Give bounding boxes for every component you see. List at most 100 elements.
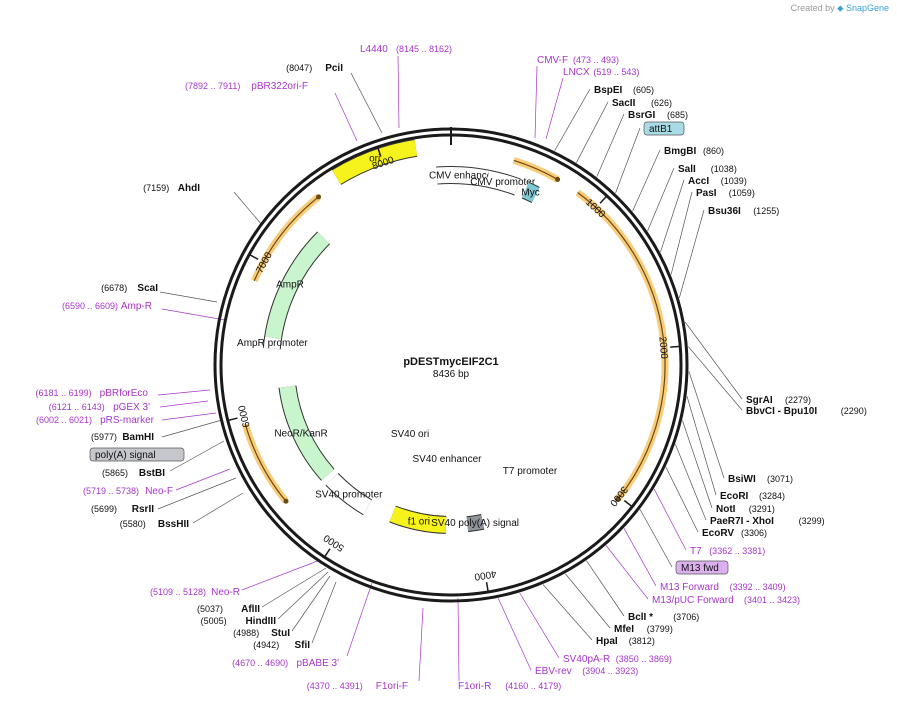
site-name: BsiWI xyxy=(728,474,756,485)
site-position: (6678) xyxy=(101,283,127,293)
center-feature-label: SV40 ori xyxy=(391,429,429,440)
leader-line xyxy=(660,179,685,253)
primer-name: M13/pUC Forward xyxy=(652,595,734,606)
feature-arc xyxy=(436,167,490,187)
site-name: BspEI xyxy=(594,85,623,96)
primer-name: Neo-R xyxy=(211,587,240,598)
outer-feature-line xyxy=(253,196,319,282)
site-name: AccI xyxy=(688,176,709,187)
site-position: (1038) xyxy=(711,164,737,174)
leader-line xyxy=(684,321,743,400)
leader-line xyxy=(675,444,707,521)
site-position: (5005) xyxy=(201,616,227,626)
primer-name: L4440 xyxy=(360,44,388,55)
site-position: (4670 .. 4690) xyxy=(232,658,288,668)
leader-line xyxy=(647,167,675,231)
leader-line xyxy=(519,592,560,659)
feature-label: NeoR/KanR xyxy=(274,429,327,440)
site-name: SacII xyxy=(612,98,636,109)
primer-name: pRS-marker xyxy=(100,415,155,426)
leader-line xyxy=(497,598,532,671)
primer-name: CMV-F xyxy=(537,55,568,66)
feature-arc xyxy=(332,139,418,185)
tick-mark xyxy=(670,345,681,348)
leader-line xyxy=(639,509,673,568)
site-name: PaeR7I - XhoI xyxy=(710,516,774,527)
leader-line xyxy=(605,545,649,600)
site-position: (6121 .. 6143) xyxy=(49,402,105,412)
site-position: (2279) xyxy=(785,395,811,405)
site-position: (5109 .. 5128) xyxy=(150,587,206,597)
primer-name: Neo-F xyxy=(145,486,173,497)
center-feature-label: SV40 enhancer xyxy=(413,454,483,465)
leader-line xyxy=(576,101,609,163)
site-position: (3291) xyxy=(749,504,775,514)
leader-line xyxy=(261,567,327,608)
tick-label: 6000 xyxy=(237,404,253,429)
leader-line xyxy=(653,488,687,551)
feature-label: ori xyxy=(369,154,380,165)
leader-line xyxy=(586,560,625,617)
site-position: (473 .. 493) xyxy=(573,55,619,65)
site-position: (1059) xyxy=(729,188,755,198)
primer-name: T7 xyxy=(690,546,702,557)
leader-line xyxy=(545,77,564,140)
site-position: (1255) xyxy=(753,206,779,216)
feature-box-label: attB1 xyxy=(649,124,673,135)
site-position: (5865) xyxy=(102,468,128,478)
leader-line xyxy=(157,477,237,510)
site-position: (6181 .. 6199) xyxy=(36,388,92,398)
feature-arc xyxy=(279,385,334,481)
feature-arc xyxy=(485,170,521,195)
site-position: (5977) xyxy=(91,432,117,442)
primer-name: pGEX 3' xyxy=(113,402,150,413)
leader-line xyxy=(615,127,641,194)
site-name: EcoRV xyxy=(702,528,734,539)
brand-prefix: Created by xyxy=(790,3,835,13)
site-name: HindIII xyxy=(245,616,276,627)
site-name: Bsu36I xyxy=(708,206,741,217)
site-name: EcoRI xyxy=(720,491,749,502)
tick-mark xyxy=(248,253,259,260)
site-position: (5719 .. 5738) xyxy=(83,486,139,496)
feature-arc xyxy=(326,473,372,515)
tick-mark xyxy=(227,417,238,422)
site-position: (8145 .. 8162) xyxy=(396,44,452,54)
site-position: (605) xyxy=(633,85,654,95)
leader-line xyxy=(554,88,591,151)
site-name: NotI xyxy=(716,504,736,515)
site-name: BbvCI - Bpu10I xyxy=(746,406,817,417)
site-position: (3299) xyxy=(799,516,825,526)
feature-arc xyxy=(264,232,330,341)
feature-label-box xyxy=(643,121,685,136)
feature-label: AmpR promoter xyxy=(237,338,308,349)
site-position: (1039) xyxy=(721,176,747,186)
site-name: BstBI xyxy=(139,468,165,479)
leader-line xyxy=(175,468,231,491)
feature-arc xyxy=(263,336,281,350)
site-position: (3392 .. 3409) xyxy=(730,582,786,592)
feature-label-box xyxy=(675,560,729,575)
leader-line xyxy=(291,575,331,632)
tick-label: 5000 xyxy=(321,532,346,554)
leader-line xyxy=(688,346,743,411)
leader-line xyxy=(623,528,657,587)
site-position: (685) xyxy=(667,110,688,120)
feature-label: CMV promoter xyxy=(470,177,536,188)
tick-label: 3000 xyxy=(607,484,630,509)
primer-name: SV40pA-R xyxy=(563,654,610,665)
outer-feature-arrowhead xyxy=(615,496,621,502)
leader-line xyxy=(311,581,337,644)
site-position: (6590 .. 6609) xyxy=(62,301,118,311)
primer-name: pBABE 3' xyxy=(297,658,340,669)
site-position: (519 .. 543) xyxy=(593,67,639,77)
site-name: BclI * xyxy=(628,612,653,623)
tick-mark xyxy=(323,548,331,558)
site-position: (5037) xyxy=(197,604,223,614)
primer-name: F1ori-F xyxy=(376,681,408,692)
leader-line xyxy=(233,191,263,226)
site-position: (3071) xyxy=(767,474,793,484)
site-position: (3799) xyxy=(647,624,673,634)
site-name: PasI xyxy=(696,188,717,199)
